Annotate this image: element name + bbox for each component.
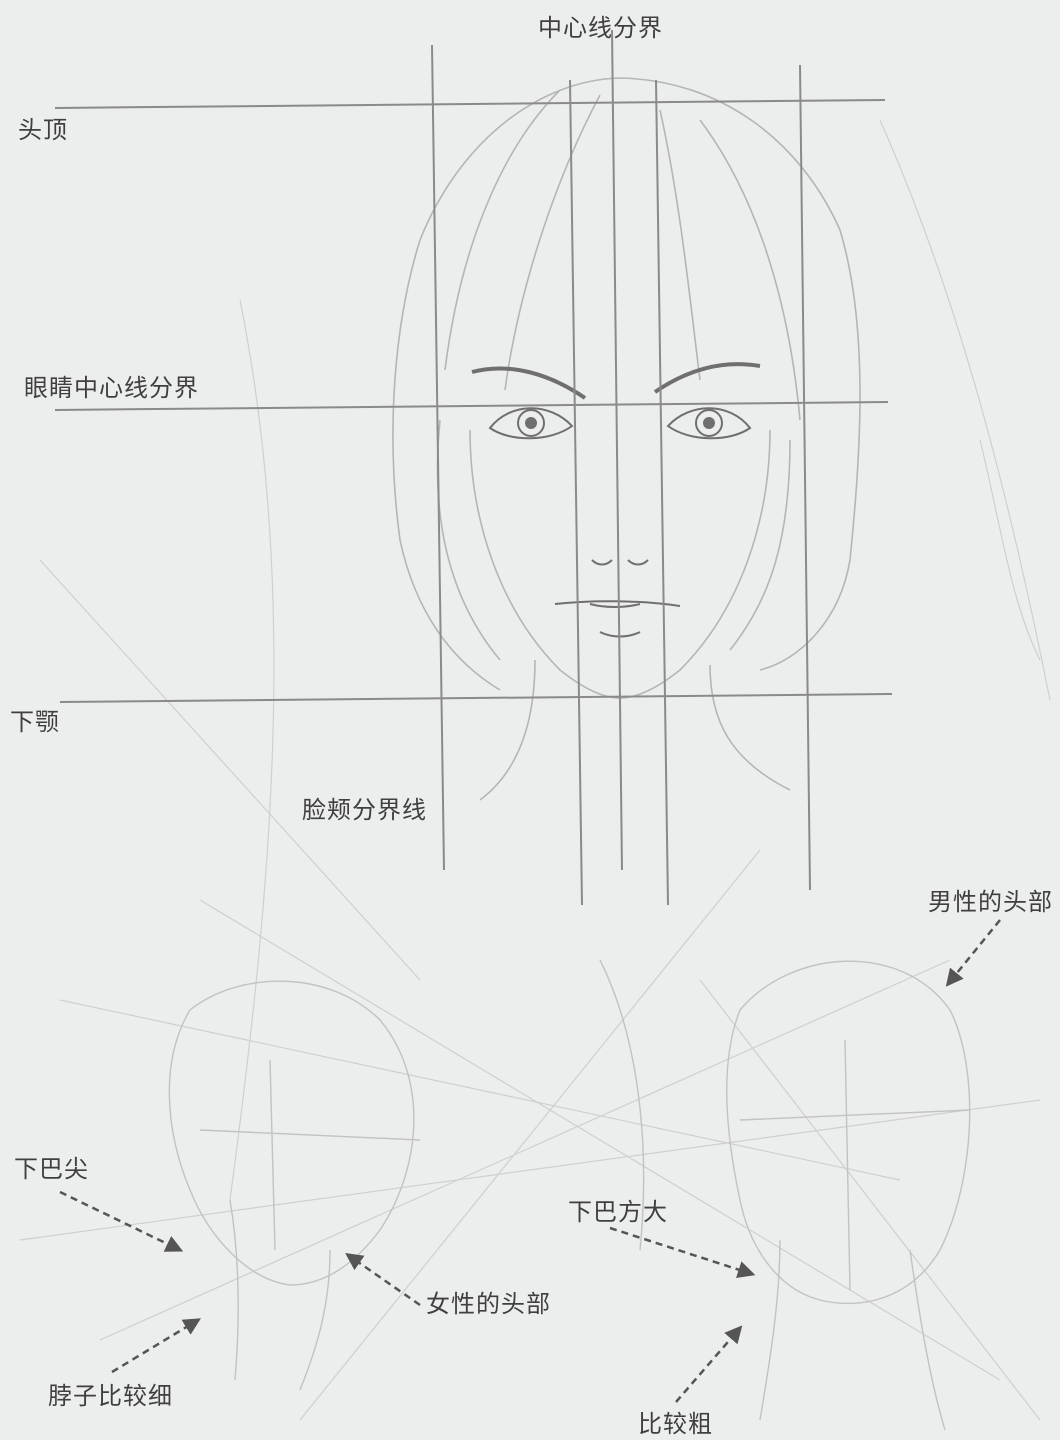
top-of-head-line <box>54 99 886 109</box>
center-line-label: 中心线分界 <box>538 14 663 42</box>
bangs-2 <box>504 94 601 391</box>
thin-neck-label: 脖子比较细 <box>48 1382 173 1410</box>
arrow-pointed-chin <box>59 1190 184 1252</box>
jaw-line <box>59 693 893 703</box>
callout-arrows <box>59 919 1001 1403</box>
face-features <box>471 362 761 638</box>
pointed-chin-label: 下巴尖 <box>14 1155 89 1183</box>
hair-strand-left <box>436 419 501 661</box>
bangs-3 <box>659 109 701 381</box>
cheek-line-label: 脸颊分界线 <box>302 796 427 824</box>
hair-left <box>392 239 501 691</box>
bangs-4 <box>699 119 801 421</box>
vertical-line-3 <box>655 79 669 906</box>
face-sketch <box>392 77 861 801</box>
male-head-sketch <box>599 959 971 1431</box>
right-iris <box>695 409 723 437</box>
hair-outline <box>419 77 861 671</box>
vertical-line-2 <box>569 79 583 906</box>
right-eyebrow <box>653 362 761 394</box>
face-left <box>469 429 621 699</box>
vertical-line-center <box>611 29 623 871</box>
arrow-female-head <box>345 1253 421 1307</box>
arrow-square-chin <box>609 1226 756 1279</box>
arrow-male-head <box>945 919 1001 987</box>
left-eyebrow <box>471 366 587 400</box>
neck-left <box>479 659 536 801</box>
male-head-label: 男性的头部 <box>928 888 1053 916</box>
arrow-thin-neck <box>111 1318 201 1374</box>
thick-neck-label: 比较粗 <box>638 1410 713 1438</box>
eye-line-label: 眼睛中心线分界 <box>24 374 199 402</box>
face-right <box>619 429 771 699</box>
square-chin-label: 下巴方大 <box>568 1198 668 1226</box>
guide-lines <box>54 29 893 906</box>
neck-right <box>709 664 791 791</box>
jaw-label: 下颚 <box>10 708 60 736</box>
hair-strand-right <box>729 439 791 651</box>
background-strokes <box>19 119 1051 1421</box>
left-eye <box>488 407 574 440</box>
female-head-label: 女性的头部 <box>426 1290 551 1318</box>
nose <box>591 559 649 566</box>
arrow-thick-neck <box>675 1325 743 1403</box>
vertical-line-1 <box>431 44 445 871</box>
eye-center-line <box>54 401 889 411</box>
left-iris <box>517 409 545 437</box>
right-eye <box>666 407 752 440</box>
mouth <box>554 600 681 608</box>
female-head-sketch <box>168 980 421 1391</box>
top-of-head-label: 头顶 <box>18 116 68 144</box>
bangs-1 <box>444 89 561 371</box>
vertical-line-4 <box>799 64 811 891</box>
